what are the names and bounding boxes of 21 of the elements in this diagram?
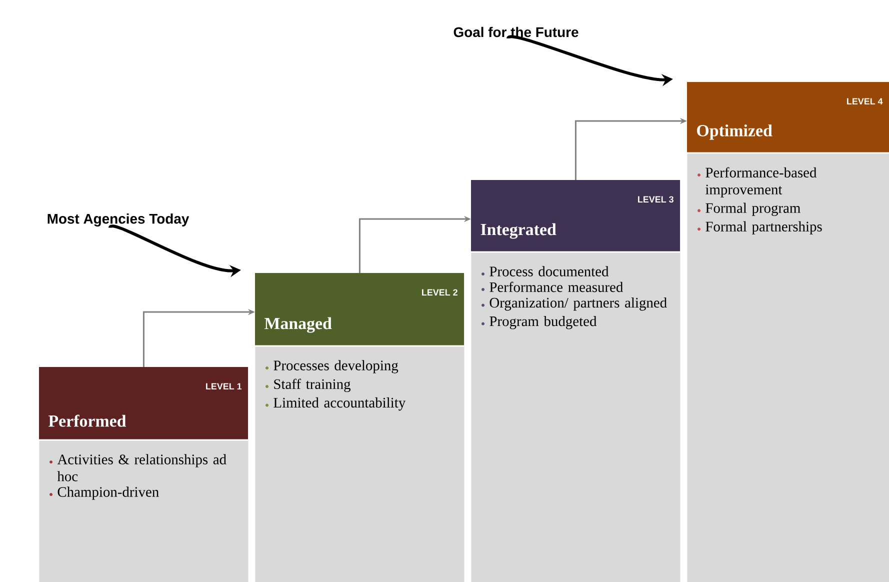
level-label: LEVEL 3 (638, 196, 674, 203)
bullet-item: Activities & relationships ad hoc (50, 454, 226, 482)
level-title: Integrated (480, 223, 556, 239)
bullet-item: Organization/ partners aligned (482, 297, 667, 311)
level-label: LEVEL 4 (847, 98, 883, 104)
bullet-item: Staff training (266, 378, 350, 392)
bullet-item: Formal program (698, 202, 800, 216)
level-title: Optimized (697, 124, 772, 140)
bullet-item: Performance measured (482, 282, 623, 292)
level-title: Performed (48, 414, 126, 427)
callout-text: Most Agencies Today (48, 213, 190, 227)
bullet-item: Program budgeted (482, 316, 597, 330)
bullet-item: Limited accountability (266, 397, 406, 411)
bullet-item: Champion-driven (50, 486, 159, 500)
bullet-item: Process documented (482, 266, 609, 276)
level-label: LEVEL 1 (206, 383, 242, 390)
level-label: LEVEL 2 (422, 289, 458, 296)
bullet-item: Formal partnerships (698, 221, 822, 234)
bullet-item: Processes developing (266, 360, 398, 374)
bullet-item: Performance-based improvement (698, 167, 817, 198)
level-title: Managed (264, 317, 332, 333)
